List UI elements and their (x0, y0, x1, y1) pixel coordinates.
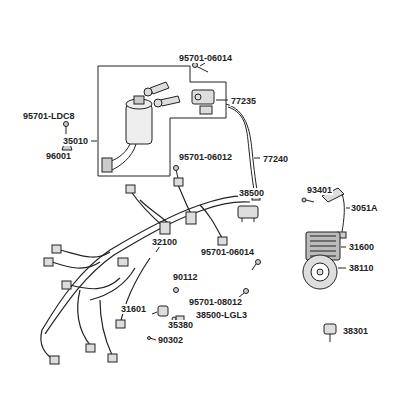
callout-number: 32100 (151, 237, 178, 247)
seat-cable (226, 104, 258, 196)
leader-line (341, 247, 346, 248)
callout-number: 35380 (167, 320, 194, 330)
seat-lock (192, 90, 214, 114)
callout-number: 38500 (238, 188, 265, 198)
relay (238, 206, 258, 222)
stop-switch (324, 324, 336, 342)
callout-number: 95701-06012 (178, 152, 233, 162)
callout-number: 90302 (157, 335, 184, 345)
callout-number: 35010 (62, 136, 89, 146)
callout-number: 38500-LGL3 (195, 310, 248, 320)
leader-line (216, 100, 228, 101)
ignition-switch (102, 96, 152, 172)
leader-line (338, 268, 346, 269)
callout-number: 3051A (350, 203, 379, 213)
flasher (158, 306, 168, 316)
wiring-harness (41, 185, 250, 360)
horn (303, 255, 337, 289)
callout-number: 77235 (230, 96, 257, 106)
callout-number: 77240 (262, 154, 289, 164)
leader-line (254, 158, 260, 159)
callout-number: 93401 (306, 185, 333, 195)
leader-line (91, 141, 97, 142)
leader-line (200, 63, 205, 66)
callout-number: 31601 (120, 304, 147, 314)
callout-number: 38110 (348, 263, 375, 273)
screw (302, 198, 314, 202)
callout-number: 95701-06014 (200, 247, 255, 257)
callout-number: 95701-08012 (188, 297, 243, 307)
nut (174, 288, 179, 293)
plug-cap (322, 188, 346, 238)
callout-number: 38301 (342, 326, 369, 336)
key (144, 82, 180, 107)
callout-number: 96001 (45, 151, 72, 161)
bolt (174, 166, 179, 179)
callout-number: 95701-LDC8 (22, 111, 76, 121)
bolt (252, 260, 261, 271)
connector (44, 178, 227, 364)
screw (148, 337, 157, 341)
bolt (193, 63, 209, 73)
leader-line (152, 312, 157, 314)
callout-number: 90112 (172, 272, 199, 282)
callout-number: 95701-06014 (178, 53, 233, 63)
screw (64, 122, 69, 135)
callout-number: 31600 (348, 242, 375, 252)
